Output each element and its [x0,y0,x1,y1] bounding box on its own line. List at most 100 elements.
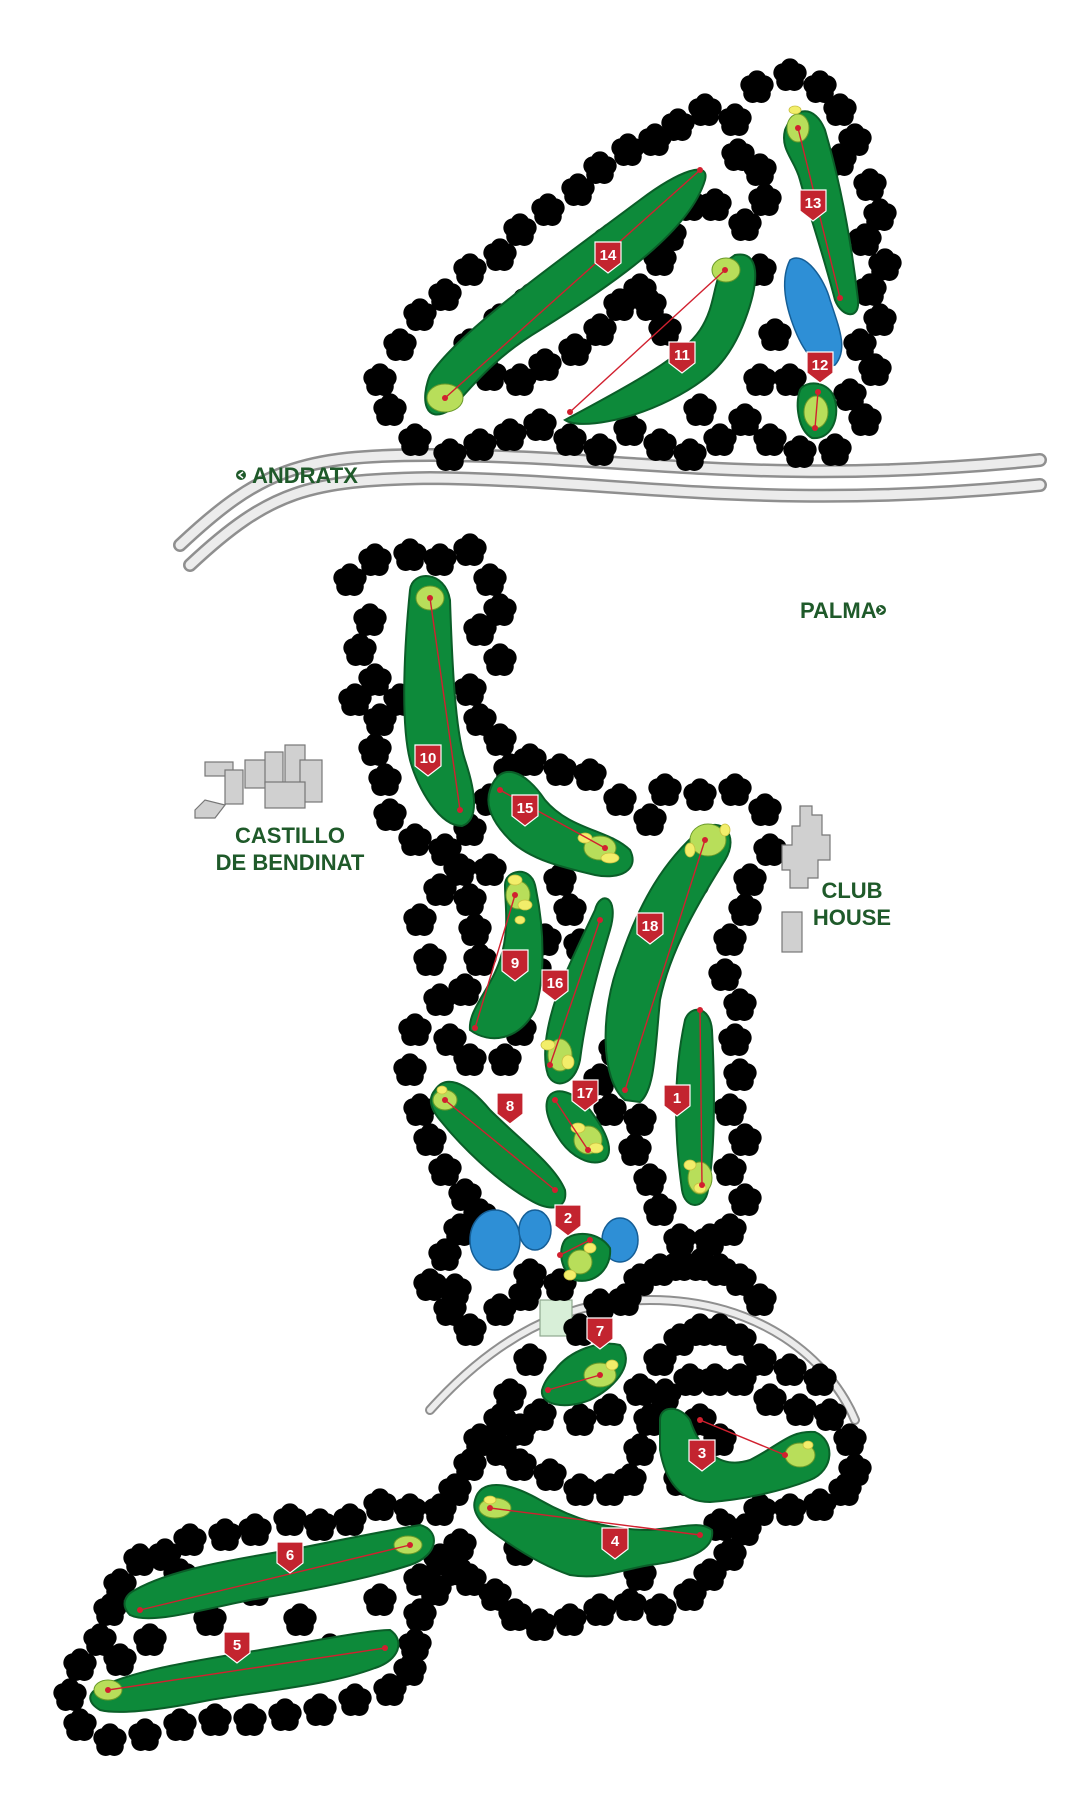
hole-16-flag-icon[interactable]: 16 [541,969,569,1002]
hole-marker-dot [497,787,503,793]
tree-icon [740,70,774,103]
tree-icon [363,1488,397,1521]
hole-marker-dot [812,425,818,431]
tree-icon [613,1588,647,1621]
tree-icon [553,893,587,926]
hole-7-flag-icon[interactable]: 7 [586,1317,614,1350]
tree-icon [643,1193,677,1226]
tree-icon [268,1698,302,1731]
hole-marker-dot [407,1542,413,1548]
tree-icon [773,1493,807,1526]
hole-lines [105,125,843,1693]
tree-icon [513,1343,547,1376]
tree-icon [618,1133,652,1166]
tree-icon [373,798,407,831]
tree-icon [453,253,487,286]
hole-marker-dot [837,295,843,301]
tree-icon [713,1093,747,1126]
tree-icon [433,438,467,471]
map-labels: ANDRATX PALMA CASTILLO DE BENDINAT CLUB … [216,463,891,930]
hole-13-flag-icon[interactable]: 13 [799,189,827,222]
tree-icon [593,1393,627,1426]
tree-icon [363,1583,397,1616]
tree-icon [473,563,507,596]
tree-icon [393,1053,427,1086]
tree-icon [563,1403,597,1436]
hole-marker-dot [587,1237,593,1243]
tree-icon [728,893,762,926]
tree-icon [473,853,507,886]
hole-12-flag-icon[interactable]: 12 [806,351,834,384]
hole-8-flag-icon[interactable]: 8 [496,1092,524,1125]
hole-marker-dot [442,395,448,401]
hole-14-flag-icon[interactable]: 14 [594,241,622,274]
arrow-left-icon [237,471,244,479]
tree-icon [633,1163,667,1196]
castillo-building-icon [194,744,323,819]
tree-icon [398,1013,432,1046]
tree-icon [523,408,557,441]
tree-icon [683,778,717,811]
svg-text:13: 13 [805,195,822,212]
hole-marker-dot [702,837,708,843]
hole-line [139,1544,411,1611]
hole-10-flag-icon[interactable]: 10 [414,744,442,777]
hole-marker-dot [722,267,728,273]
hole-17-flag-icon[interactable]: 17 [571,1079,599,1112]
svg-text:ANDRATX: ANDRATX [252,463,358,488]
hole-marker-dot [545,1387,551,1393]
hole-18-flag-icon[interactable]: 18 [636,912,664,945]
tree-icon [783,435,817,468]
clubhouse-label-line2: HOUSE [813,905,891,930]
tree-icon [838,1453,872,1486]
tree-icon [683,393,717,426]
svg-text:10: 10 [420,750,437,767]
tree-icon [553,1603,587,1636]
castillo-label-line2: DE BENDINAT [216,850,365,875]
hole-marker-dot [457,807,463,813]
tree-icon [458,913,492,946]
hole-marker-dot [585,1147,591,1153]
tree-icon [238,1513,272,1546]
tree-icon [743,1493,777,1526]
hole-marker-dot [137,1607,143,1613]
hole-1-flag-icon[interactable]: 1 [663,1084,691,1117]
hole-4-flag-icon[interactable]: 4 [601,1527,629,1560]
hole-9-flag-icon[interactable]: 9 [501,949,529,982]
hole-marker-dot [547,1062,553,1068]
hole-flags: 1 2 3 4 5 6 7 8 9 10 11 12 13 14 15 16 1… [223,189,834,1664]
clubhouse-building-icon [781,805,831,953]
svg-text:3: 3 [698,1445,706,1462]
tree-icon [358,733,392,766]
hole-5-flag-icon[interactable]: 5 [223,1631,251,1664]
tree-icon [283,1603,317,1636]
tree-icon [53,1678,87,1711]
hole-6-flag-icon[interactable]: 6 [276,1541,304,1574]
hole-marker-dot [697,1007,703,1013]
tree-icon [433,1023,467,1056]
hole-15-flag-icon[interactable]: 15 [511,794,539,827]
tree-icon [748,793,782,826]
tree-icon [428,278,462,311]
tree-icon [333,1503,367,1536]
tree-icon [533,1458,567,1491]
tree-icon [728,1123,762,1156]
svg-text:6: 6 [286,1547,294,1564]
tree-icon [303,1693,337,1726]
hole-line [549,919,601,1066]
tree-icon [583,151,617,184]
tree-icon [133,1623,167,1656]
svg-text:16: 16 [547,975,564,992]
tree-icon [273,1503,307,1536]
hole-2-flag-icon[interactable]: 2 [554,1204,582,1237]
svg-text:2: 2 [564,1210,572,1227]
tree-icon [758,318,792,351]
tree-icon [853,168,887,201]
svg-text:8: 8 [506,1098,514,1115]
tree-icon [453,673,487,706]
hole-11-flag-icon[interactable]: 11 [668,341,696,374]
tree-icon [353,603,387,636]
hole-3-flag-icon[interactable]: 3 [688,1439,716,1472]
tree-icon [513,743,547,776]
hole-marker-dot [512,892,518,898]
